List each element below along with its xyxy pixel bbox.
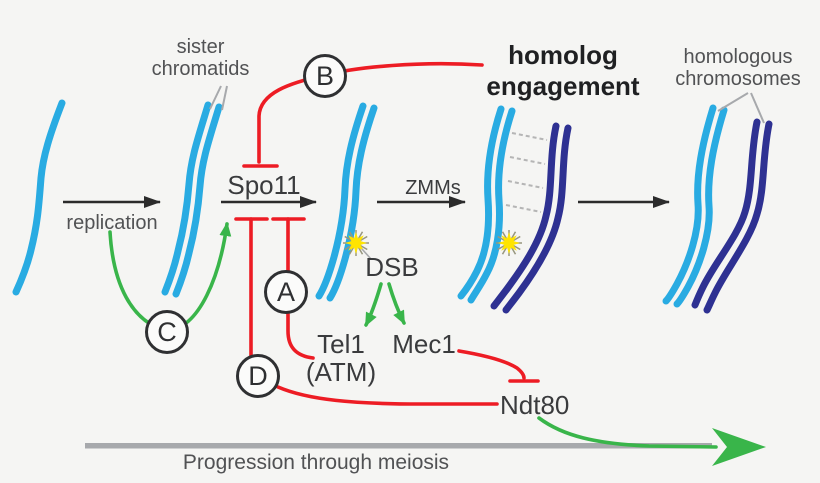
mec1-label: Mec1 [392, 329, 456, 359]
dsb-chromatid-left [315, 102, 367, 300]
zmms-label: ZMMs [405, 177, 461, 199]
ndt80-progression-arrowhead [712, 428, 766, 466]
dsb-to-mec1-arrow [387, 282, 406, 325]
sister-chromatids-label: sister chromatids [151, 36, 250, 81]
homolog-cyan-right [673, 106, 728, 308]
sister-pointer-left [209, 85, 222, 110]
engaged-cyan-left [457, 105, 505, 300]
cyan-chromatids [12, 99, 728, 308]
feedback-circle-b: B [303, 54, 347, 98]
dsb-label: DSB [365, 252, 419, 282]
spo11-label: Spo11 [227, 170, 301, 200]
feedback-circle-c: C [145, 310, 189, 354]
homolog-cyan-left [662, 104, 717, 305]
dsb-to-tel1-arrow [364, 282, 383, 327]
sister-chromatid-left [161, 101, 212, 296]
sister-chromatid-right [172, 103, 223, 298]
tel1-label: Tel1 [317, 329, 365, 359]
unreplicated-chromosome [12, 99, 66, 296]
sister-pointer-right [221, 85, 228, 111]
dsb-pointer [361, 248, 372, 260]
feedback-circle-a: A [264, 270, 308, 314]
progression-axis-label: Progression through meiosis [182, 451, 450, 474]
tel1-atm-label: (ATM) [305, 357, 377, 387]
ndt80-label: Ndt80 [500, 390, 570, 420]
replication-label: replication [66, 212, 158, 234]
homolog-navy-left [691, 118, 761, 309]
homolog-pointer-right [750, 92, 765, 124]
ndt80-progression-arrow [537, 416, 718, 449]
homolog-engagement-label: homolog engagement [486, 40, 640, 101]
dsb-chromatid-right [326, 104, 378, 302]
pairing-dashes [505, 132, 548, 213]
tel1-inhibit-line [286, 217, 315, 360]
ndt80-inhibit-line [276, 385, 499, 406]
mec1-inhibit-line [457, 349, 526, 380]
feedback-circle-d: D [236, 354, 280, 398]
homologous-chromosomes-label: homologous chromosomes [675, 46, 801, 91]
homolog-pointer-left [717, 92, 749, 112]
timeline-bar [85, 443, 712, 449]
engaged-navy-left [490, 122, 560, 310]
engaged-navy-right [502, 124, 572, 314]
navy-chromatids [490, 118, 773, 314]
label-pointers [209, 85, 765, 260]
inhibition-lines [234, 61, 540, 406]
engaged-cyan-right [467, 107, 516, 304]
homolog-navy-right [703, 120, 773, 314]
